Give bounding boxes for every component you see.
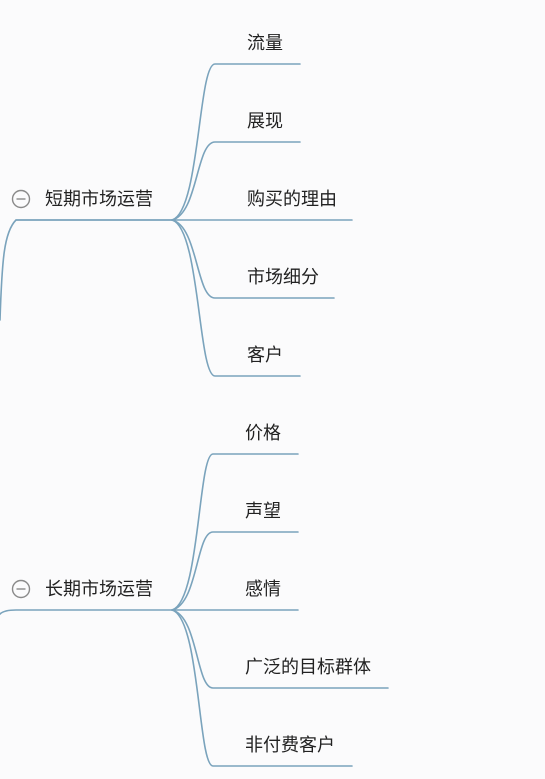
branch-label[interactable]: 长期市场运营	[45, 579, 153, 600]
link-to-leaf-2-1	[171, 453, 299, 611]
leaf-node-market-segmentation[interactable]: 市场细分	[247, 267, 319, 288]
link-to-leaf-2-5	[171, 609, 353, 767]
collapse-toggle-branch-1[interactable]	[11, 189, 31, 209]
leaf-node-impressions[interactable]: 展现	[247, 111, 283, 132]
link-to-leaf-1-5	[171, 219, 301, 377]
branch-2-connectors	[0, 453, 389, 767]
link-to-leaf-1-1	[171, 63, 301, 221]
root-to-branch-1-link	[0, 219, 173, 321]
root-to-branch-2-link	[0, 609, 173, 615]
link-to-leaf-1-2	[171, 141, 301, 221]
leaf-node-price[interactable]: 价格	[245, 423, 281, 444]
leaf-node-reputation[interactable]: 声望	[245, 501, 281, 522]
minus-circle-icon	[11, 579, 31, 599]
leaf-node-non-paying-customers[interactable]: 非付费客户	[245, 735, 335, 756]
branch-1-connectors	[0, 63, 353, 377]
branch-label[interactable]: 短期市场运营	[45, 189, 153, 210]
leaf-node-traffic[interactable]: 流量	[247, 33, 283, 54]
leaf-node-broad-target-group[interactable]: 广泛的目标群体	[245, 657, 371, 678]
link-to-leaf-2-4	[171, 609, 389, 689]
leaf-node-reason-to-buy[interactable]: 购买的理由	[247, 189, 337, 210]
leaf-node-customers[interactable]: 客户	[247, 345, 283, 366]
link-to-leaf-1-4	[171, 219, 335, 299]
minus-circle-icon	[11, 189, 31, 209]
link-to-leaf-2-2	[171, 531, 299, 611]
leaf-node-emotion[interactable]: 感情	[245, 579, 281, 600]
collapse-toggle-branch-2[interactable]	[11, 579, 31, 599]
